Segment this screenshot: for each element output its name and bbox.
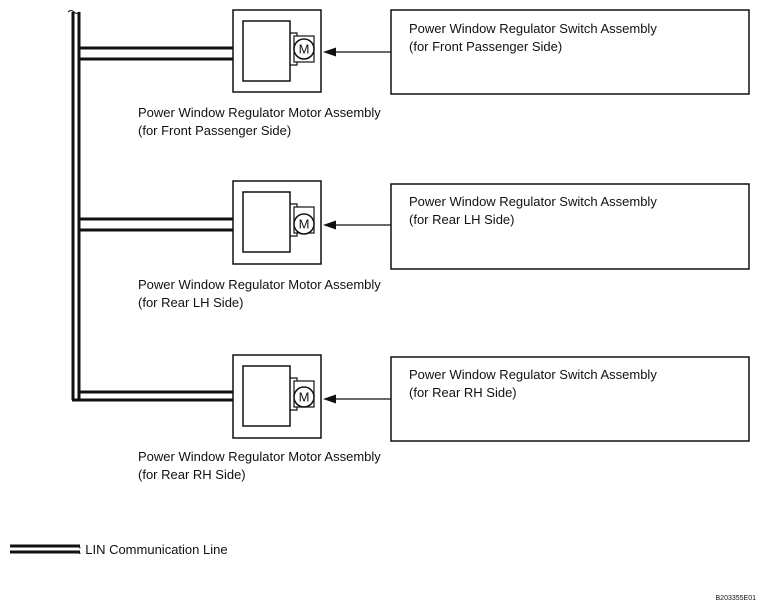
legend-label: : LIN Communication Line: [78, 542, 228, 557]
motor-symbol: M: [299, 42, 310, 57]
motor-icon: [293, 386, 315, 408]
motor-label-rear-lh: Power Window Regulator Motor Assembly: [138, 277, 381, 292]
motor-assembly-rear-rh: M: [232, 354, 322, 439]
motor-symbol: M: [299, 390, 310, 405]
motor-icon: [293, 38, 315, 60]
switch-assembly-rear-lh: [390, 183, 750, 270]
motor-assembly-rear-lh: M: [232, 180, 322, 265]
switch-side-rear-rh: (for Rear RH Side): [409, 385, 517, 400]
signal-arrows: [323, 47, 391, 404]
lin-bus-trunk: [67, 10, 81, 400]
figure-code: B203355E01: [716, 595, 757, 602]
motor-symbol: M: [299, 217, 310, 232]
motor-side-rear-lh: (for Rear LH Side): [138, 295, 243, 310]
switch-assembly-front-passenger: [390, 9, 750, 95]
switch-side-front-passenger: (for Front Passenger Side): [409, 39, 562, 54]
lin-line-swatch: [10, 544, 80, 554]
motor-side-rear-rh: (for Rear RH Side): [138, 467, 246, 482]
motor-label-rear-rh: Power Window Regulator Motor Assembly: [138, 449, 381, 464]
switch-side-rear-lh: (for Rear LH Side): [409, 212, 514, 227]
switch-assembly-rear-rh: [390, 356, 750, 442]
lin-bus-branches: [72, 46, 233, 402]
switch-label-rear-rh: Power Window Regulator Switch Assembly: [409, 367, 657, 382]
motor-assembly-front-passenger: M: [232, 9, 322, 93]
switch-label-rear-lh: Power Window Regulator Switch Assembly: [409, 194, 657, 209]
switch-label-front-passenger: Power Window Regulator Switch Assembly: [409, 21, 657, 36]
legend: : LIN Communication Line: [10, 542, 228, 557]
motor-label-front-passenger: Power Window Regulator Motor Assembly: [138, 105, 381, 120]
motor-icon: [293, 213, 315, 235]
motor-side-front-passenger: (for Front Passenger Side): [138, 123, 291, 138]
